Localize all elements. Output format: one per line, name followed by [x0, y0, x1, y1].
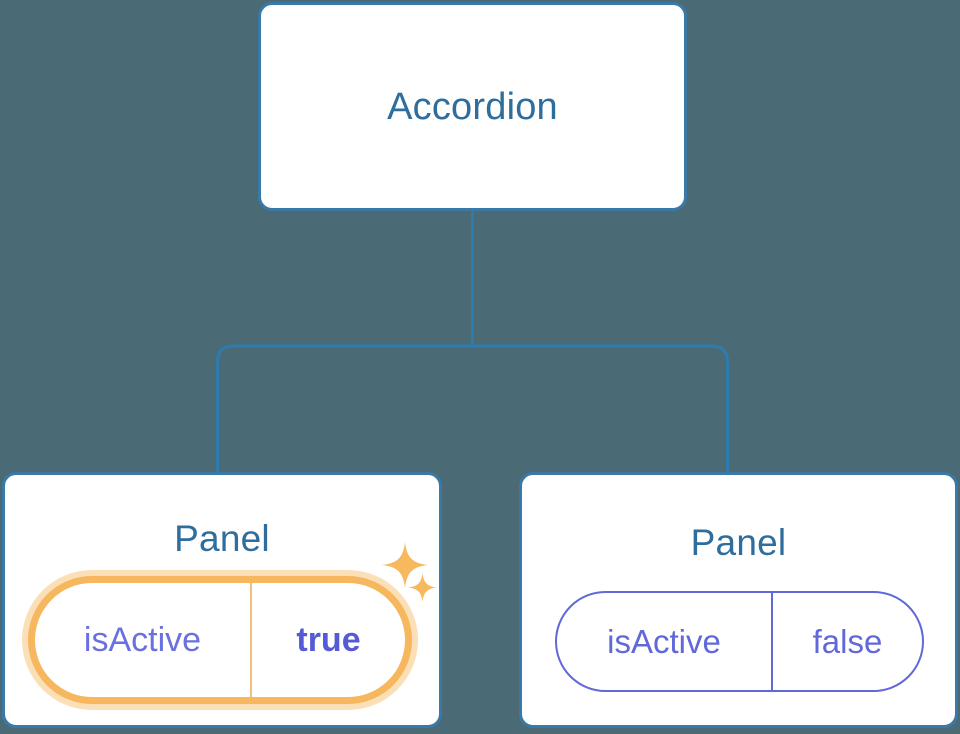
node-title-panel-left: Panel: [174, 518, 270, 559]
panel-body-left: Panel: [5, 475, 439, 725]
panel-body-right: Panel: [522, 475, 955, 725]
connector-branch-bar: [216, 344, 729, 474]
prop-pill-isactive-true[interactable]: isActive true: [28, 576, 412, 704]
prop-key-left: isActive: [35, 583, 252, 697]
node-title-accordion: Accordion: [387, 85, 558, 128]
prop-value-left: true: [296, 621, 361, 659]
prop-value-right: false: [812, 623, 883, 660]
prop-pill-isactive-false[interactable]: isActive false: [555, 591, 924, 692]
node-card-accordion[interactable]: Accordion: [258, 2, 687, 211]
prop-key-right: isActive: [557, 593, 773, 690]
node-title-panel-right: Panel: [690, 522, 787, 563]
